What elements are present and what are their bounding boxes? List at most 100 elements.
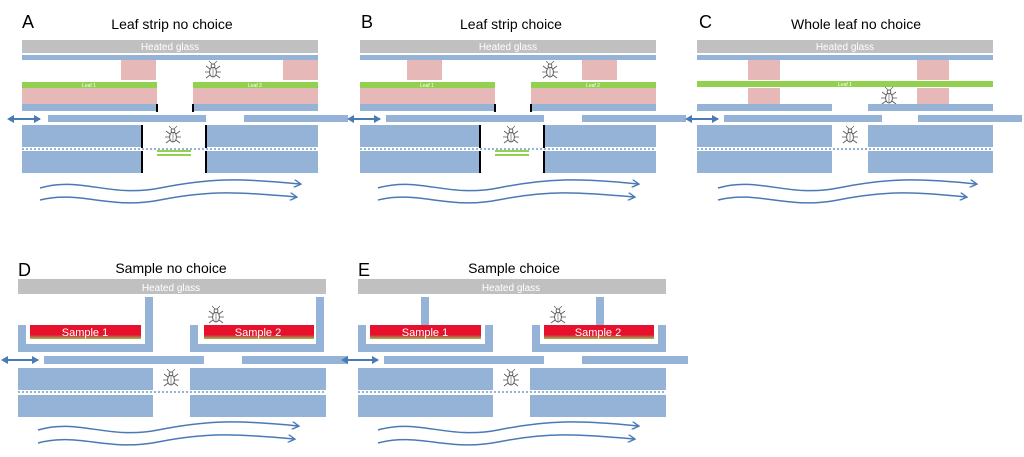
- heating-pad: [917, 60, 949, 80]
- base-block: [868, 151, 993, 173]
- base-block: [206, 151, 318, 173]
- wavy-arrow-icon: [377, 434, 634, 446]
- panel-d: D Sample no choice Heated glass Sample 1…: [0, 260, 348, 446]
- wavy-arrow-icon: [717, 179, 976, 192]
- pillar: [421, 297, 429, 325]
- heating-pad: [917, 88, 949, 104]
- sample-dish: [370, 325, 481, 339]
- wavy-arrow-icon: [377, 179, 638, 192]
- top-plate: [697, 55, 993, 60]
- heated-glass-label: Heated glass: [142, 283, 200, 294]
- sample-label: Sample 1: [402, 327, 448, 339]
- insect-icon: [502, 368, 520, 387]
- insect-icon: [541, 60, 559, 79]
- slide-plate: [582, 356, 688, 364]
- heated-glass: [358, 279, 666, 294]
- plate: [697, 104, 832, 111]
- pillar: [145, 297, 153, 325]
- base-block: [22, 125, 142, 147]
- panel-letter: E: [358, 260, 370, 280]
- wavy-arrow-icon: [717, 192, 966, 204]
- heated-glass-label: Heated glass: [816, 42, 874, 53]
- heated-glass: [697, 40, 993, 53]
- insect-icon: [549, 305, 567, 324]
- wavy-arrow-icon: [39, 179, 300, 192]
- insect-icon: [841, 125, 859, 144]
- heating-pad: [360, 88, 495, 104]
- leaf-strip: [360, 82, 495, 88]
- base-block: [22, 151, 142, 173]
- heated-glass: [18, 279, 326, 294]
- slide-plate: [386, 115, 544, 122]
- base-block: [360, 151, 480, 173]
- panel-title: Leaf strip no choice: [111, 16, 233, 32]
- insect-icon: [164, 125, 182, 144]
- insect-icon: [204, 60, 222, 79]
- sample-label: Sample 2: [575, 327, 621, 339]
- panel-letter: B: [361, 12, 373, 32]
- leaf-label: Leaf 2: [586, 83, 600, 89]
- insect-icon: [880, 86, 898, 105]
- heated-glass-label: Heated glass: [482, 283, 540, 294]
- panel-title: Sample choice: [468, 260, 560, 276]
- sample-label: Sample 2: [235, 327, 281, 339]
- panel-title: Whole leaf no choice: [791, 16, 921, 32]
- panel-letter: C: [699, 12, 712, 32]
- base-block: [868, 125, 993, 147]
- base-block: [530, 368, 666, 390]
- sample-dish: [204, 325, 314, 339]
- heated-glass-label: Heated glass: [141, 42, 199, 53]
- slide-plate: [918, 115, 1022, 122]
- heating-pad: [22, 88, 157, 104]
- top-plate: [22, 55, 318, 60]
- sample-holder: [190, 325, 324, 352]
- heating-pad: [531, 88, 656, 104]
- panel-b: B Leaf strip choice Heated glass Leaf 1 …: [347, 12, 686, 204]
- heated-glass: [22, 40, 318, 53]
- leaf-label: Leaf 1: [838, 82, 852, 88]
- plate: [531, 104, 656, 111]
- sample-holder: [532, 325, 666, 352]
- slide-plate: [724, 115, 882, 122]
- slide-plate: [244, 115, 348, 122]
- sample-dish: [544, 325, 654, 339]
- base-block: [697, 125, 832, 147]
- base-block: [530, 395, 666, 417]
- base-block: [544, 125, 656, 147]
- leaf-strip: [193, 82, 318, 88]
- pillar: [596, 297, 604, 325]
- slide-plate: [384, 356, 544, 364]
- sample-holder: [18, 325, 153, 352]
- wavy-arrow-icon: [37, 421, 298, 434]
- plate: [193, 104, 318, 111]
- wavy-arrow-icon: [37, 434, 294, 446]
- slide-plate: [48, 115, 206, 122]
- plate: [868, 104, 993, 111]
- base-block: [190, 395, 326, 417]
- heating-pad: [193, 88, 318, 104]
- pillar: [316, 297, 324, 325]
- heating-pad: [283, 60, 318, 80]
- base-block: [358, 395, 493, 417]
- panel-title: Leaf strip choice: [460, 16, 562, 32]
- heated-glass: [360, 40, 656, 53]
- insect-icon: [502, 125, 520, 144]
- base-block: [18, 395, 153, 417]
- plate: [22, 104, 157, 111]
- panel-a: A Leaf strip no choice Heated glass Leaf…: [6, 12, 348, 204]
- base-block: [206, 125, 318, 147]
- slide-plate: [582, 115, 686, 122]
- leaf-strip: [22, 82, 157, 88]
- slide-plate: [44, 356, 204, 364]
- heating-pad: [748, 60, 780, 80]
- sample-label: Sample 1: [62, 327, 108, 339]
- wavy-arrow-icon: [39, 192, 296, 204]
- heated-glass-label: Heated glass: [479, 42, 537, 53]
- heating-pad: [582, 60, 617, 80]
- heating-pad: [407, 60, 442, 80]
- base-block: [544, 151, 656, 173]
- panel-letter: D: [18, 260, 31, 280]
- leaf-label: Leaf 1: [420, 83, 434, 89]
- base-block: [358, 368, 493, 390]
- insect-icon: [207, 305, 225, 324]
